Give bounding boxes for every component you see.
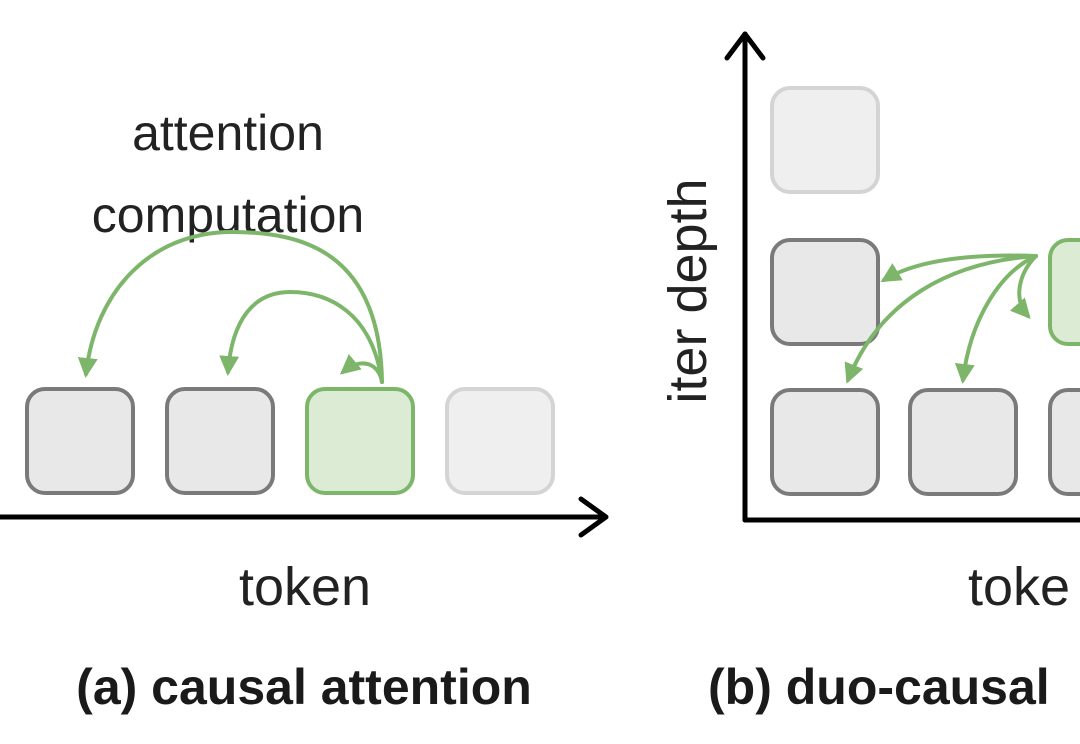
- iter-depth-axis-arrowhead: [724, 31, 766, 61]
- duo-arrow-to-middle: [880, 253, 1038, 283]
- attention-annotation-line2: computation: [92, 187, 364, 243]
- duo-arrow-to-bottom-3: [1009, 254, 1038, 319]
- token-axis-arrowhead: [578, 496, 609, 538]
- grid-box-bottom-2: [908, 388, 1018, 496]
- depth-box-top: [770, 86, 880, 194]
- token-box-1: [25, 387, 135, 495]
- panel-b: iter depth toke (b) duo-causal: [658, 31, 1080, 715]
- iter-depth-axis-label: iter depth: [658, 178, 718, 403]
- token-box-2: [165, 387, 275, 495]
- caption-duo-causal: (b) duo-causal: [708, 659, 1050, 715]
- duo-arrow-to-bottom-2: [954, 254, 1038, 384]
- attention-arrow-self: [339, 354, 384, 384]
- attention-arrow-to-token-1: [77, 229, 384, 384]
- grid-box-bottom-1: [770, 388, 880, 496]
- token-axis-label: token: [239, 557, 371, 617]
- caption-causal-attention: (a) causal attention: [76, 659, 532, 715]
- duo-arrow-to-bottom-1: [844, 254, 1038, 384]
- panel-a: attention computation token (a) causal a…: [0, 105, 609, 715]
- grid-box-current: [1048, 238, 1080, 346]
- attention-arrow-to-token-2: [219, 289, 384, 384]
- depth-box-middle: [770, 238, 880, 346]
- token-box-future: [445, 387, 555, 495]
- attention-annotation-line1: attention: [132, 105, 324, 161]
- token-axis-label-b: toke: [968, 557, 1070, 617]
- token-box-current: [305, 387, 415, 495]
- grid-box-bottom-3: [1048, 388, 1080, 496]
